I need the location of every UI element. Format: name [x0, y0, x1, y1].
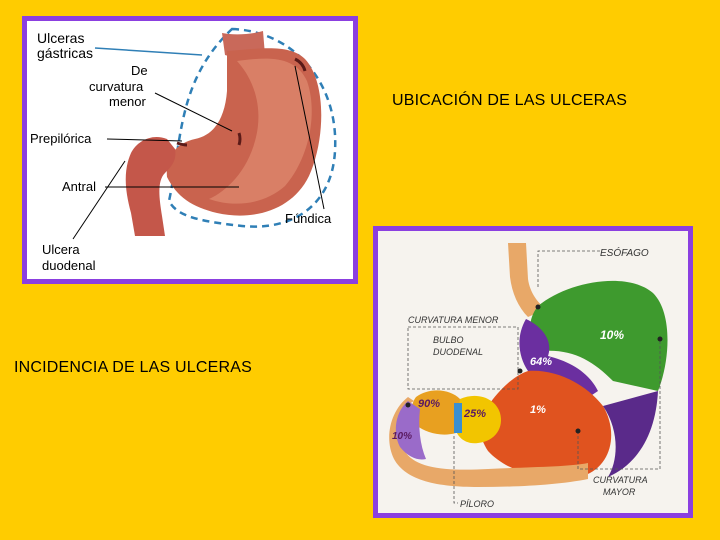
- pylorus-ring: [454, 403, 462, 433]
- leader-gastricas: [95, 48, 202, 55]
- title-ubicacion: UBICACIÓN DE LAS ULCERAS: [392, 92, 627, 110]
- ulcer-location-diagram: Ulceras gástricas De curvatura menor Pre…: [22, 16, 358, 284]
- label-ulceras: Ulceras: [37, 30, 84, 46]
- label-piloro: PÍLORO: [460, 499, 494, 509]
- pct-piloro: 25%: [463, 408, 486, 420]
- ulcer-incidence-illustration: ESÓFAGO CURVATURA MENOR BULBO DUODENAL C…: [378, 231, 688, 513]
- title-incidencia: INCIDENCIA DE LAS ULCERAS: [14, 359, 252, 377]
- pct-bulbo: 90%: [418, 398, 440, 410]
- marker-curvatura-menor: [518, 369, 523, 374]
- label-menor: menor: [109, 94, 147, 109]
- label-antral: Antral: [62, 179, 96, 194]
- label-curvatura: curvatura: [89, 79, 144, 94]
- pct-fundus: 10%: [600, 328, 624, 342]
- ulcer-location-illustration: Ulceras gástricas De curvatura menor Pre…: [27, 21, 353, 279]
- pct-antro: 1%: [530, 404, 546, 416]
- label-prepilorica: Prepilórica: [30, 131, 92, 146]
- duodenum-shape: [126, 137, 176, 236]
- label-duodenal: duodenal: [42, 258, 96, 273]
- label-de: De: [131, 63, 148, 78]
- label-fundica: Fúndica: [285, 211, 332, 226]
- marker-bulbo: [406, 403, 411, 408]
- label-duodenal: DUODENAL: [433, 347, 483, 357]
- label-curvatura-menor: CURVATURA MENOR: [408, 315, 499, 325]
- label-esofago: ESÓFAGO: [600, 246, 649, 259]
- marker-esofago: [536, 305, 541, 310]
- leader-duodenal: [73, 161, 125, 239]
- leader-curvatura: [155, 93, 232, 131]
- ulcer-mark-lesser-curvature: [239, 133, 240, 145]
- label-ulcera: Ulcera: [42, 242, 80, 257]
- label-curvatura-mayor-1: CURVATURA: [593, 475, 648, 485]
- label-curvatura-mayor-2: MAYOR: [603, 487, 636, 497]
- ulcer-incidence-diagram: ESÓFAGO CURVATURA MENOR BULBO DUODENAL C…: [373, 226, 693, 518]
- label-gastricas: gástricas: [37, 45, 93, 61]
- pct-duodeno: 10%: [392, 431, 412, 442]
- marker-curvatura-mayor: [576, 429, 581, 434]
- marker-fundus: [658, 337, 663, 342]
- label-bulbo: BULBO: [433, 335, 464, 345]
- pct-curvatura-menor: 64%: [530, 356, 552, 368]
